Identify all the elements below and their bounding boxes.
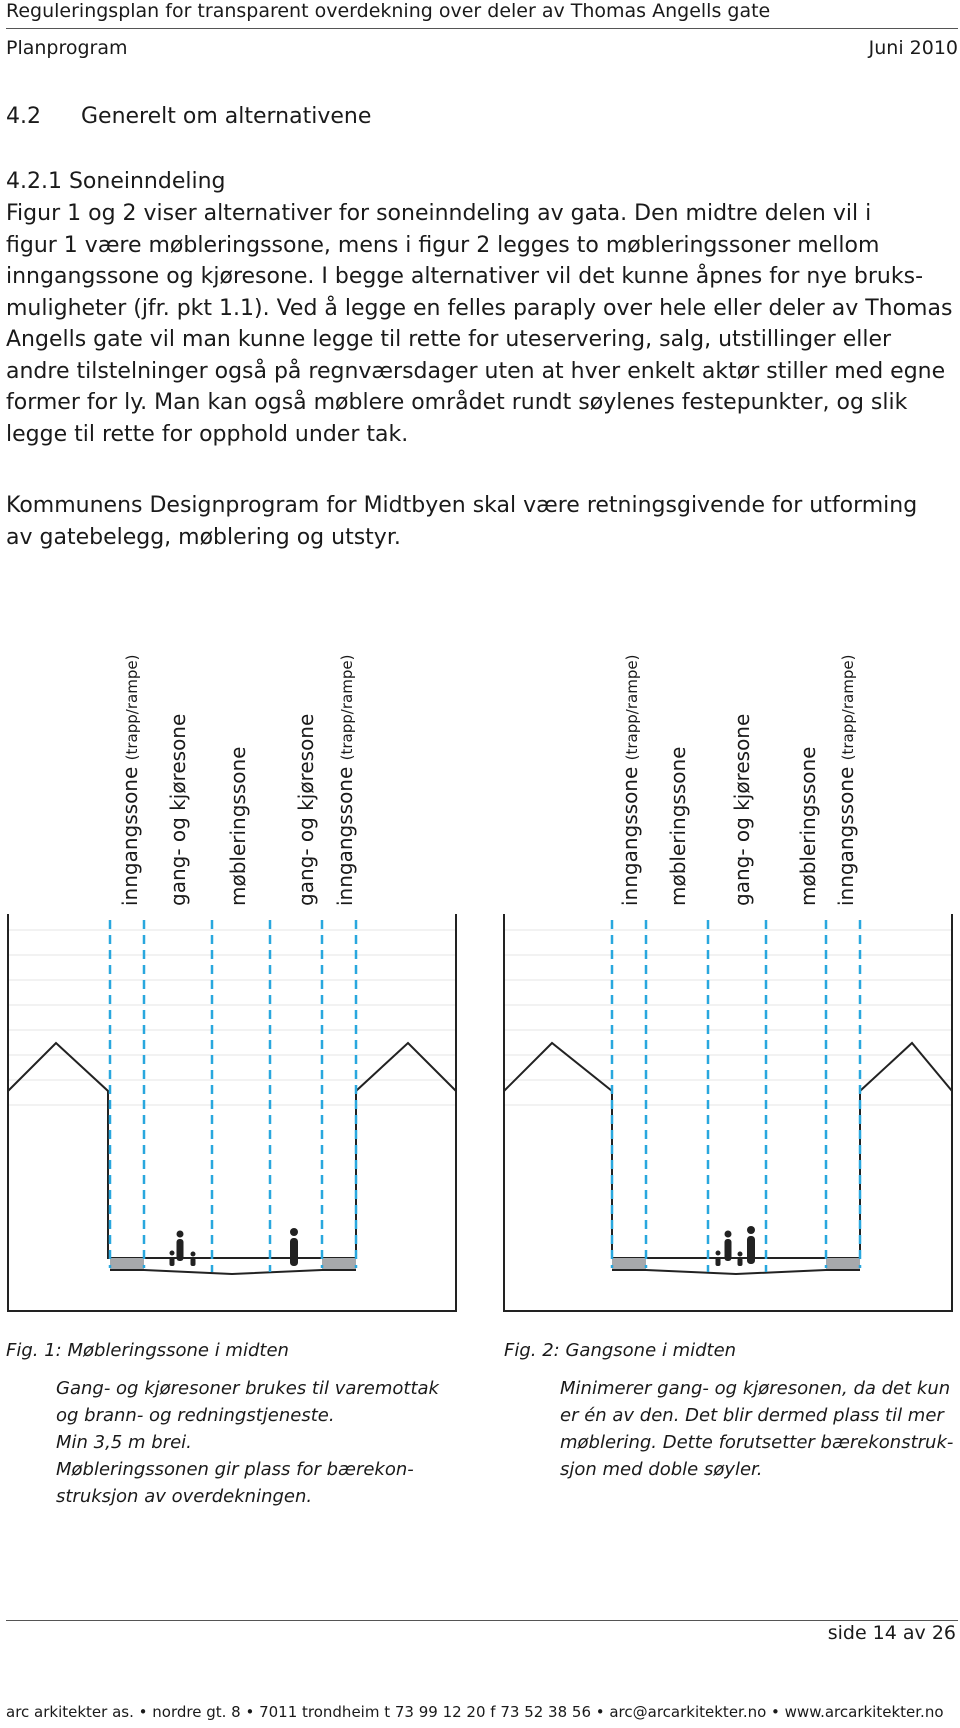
fig2-sidewalk-left [612,1258,646,1270]
paragraph-2: Kommunens Designprogram for Midtbyen ska… [6,490,952,553]
fig2-building-outline [503,1041,953,1259]
fig2-caption: Fig. 2: Gangsone i midten [504,1340,737,1361]
fig1-description: Gang- og kjøresoner brukes til varemotta… [56,1378,439,1507]
page-number: side 14 av 26 [827,1622,956,1644]
fig1-street-section [7,914,457,1312]
document-title: Reguleringsplan for transparent overdekn… [6,0,771,22]
paragraph-line: inngangssone og kjøresone. I begge alter… [6,264,924,289]
street-section-diagrams [7,914,953,1312]
paragraph-line: muligheter (jfr. pkt 1.1). Ved å legge e… [6,295,953,321]
fig2-description: Minimerer gang- og kjøresonen, da det ku… [560,1378,954,1480]
paragraph-line: Figur 1 og 2 viser alternativer for sone… [6,201,872,226]
header-rule [6,28,958,29]
header-left-label: Planprogram [6,37,128,59]
subsection-heading: 4.2.1 Soneinndeling [6,169,226,194]
header-date: Juni 2010 [868,37,958,59]
footer-rule [6,1620,958,1621]
fig2-frame [503,914,953,1312]
paragraph-line: av gatebelegg, møblering og utstyr. [6,524,401,550]
fig1-people-icons [169,1228,298,1266]
footer-contact: arc arkitekter as. • nordre gt. 8 • 7011… [6,1703,944,1721]
fig2-street-section [503,914,953,1312]
fig2-sidewalk-right [826,1258,860,1270]
fig1-sidewalk-right [322,1258,356,1270]
paragraph-line: Kommunens Designprogram for Midtbyen ska… [6,493,918,518]
paragraph-line: andre tilstelninger også på regnværsdage… [6,358,946,384]
paragraph-line: Angells gate vil man kunne legge til ret… [6,327,892,352]
section-number: 4.2 [6,104,41,129]
paragraph-line: figur 1 være møbleringssone, mens i figu… [6,232,880,258]
paragraph-line: former for ly. Man kan også møblere områ… [6,390,908,415]
paragraph-line: legge til rette for opphold under tak. [6,421,409,447]
fig1-building-outline [7,1041,457,1259]
fig1-sidewalk-left [110,1258,144,1270]
section-title: Generelt om alternativene [81,104,372,129]
fig1-caption: Fig. 1: Møbleringssone i midten [6,1340,289,1361]
fig2-road-surface [612,1269,860,1276]
fig1-frame [7,914,457,1312]
fig1-road-surface [110,1269,356,1276]
paragraph-1: Figur 1 og 2 viser alternativer for sone… [6,198,952,450]
fig2-zone-lines [610,920,862,1272]
fig2-people-icons [715,1226,755,1266]
fig1-zone-lines [108,920,358,1272]
section-heading: 4.2 Generelt om alternativene [6,104,371,129]
